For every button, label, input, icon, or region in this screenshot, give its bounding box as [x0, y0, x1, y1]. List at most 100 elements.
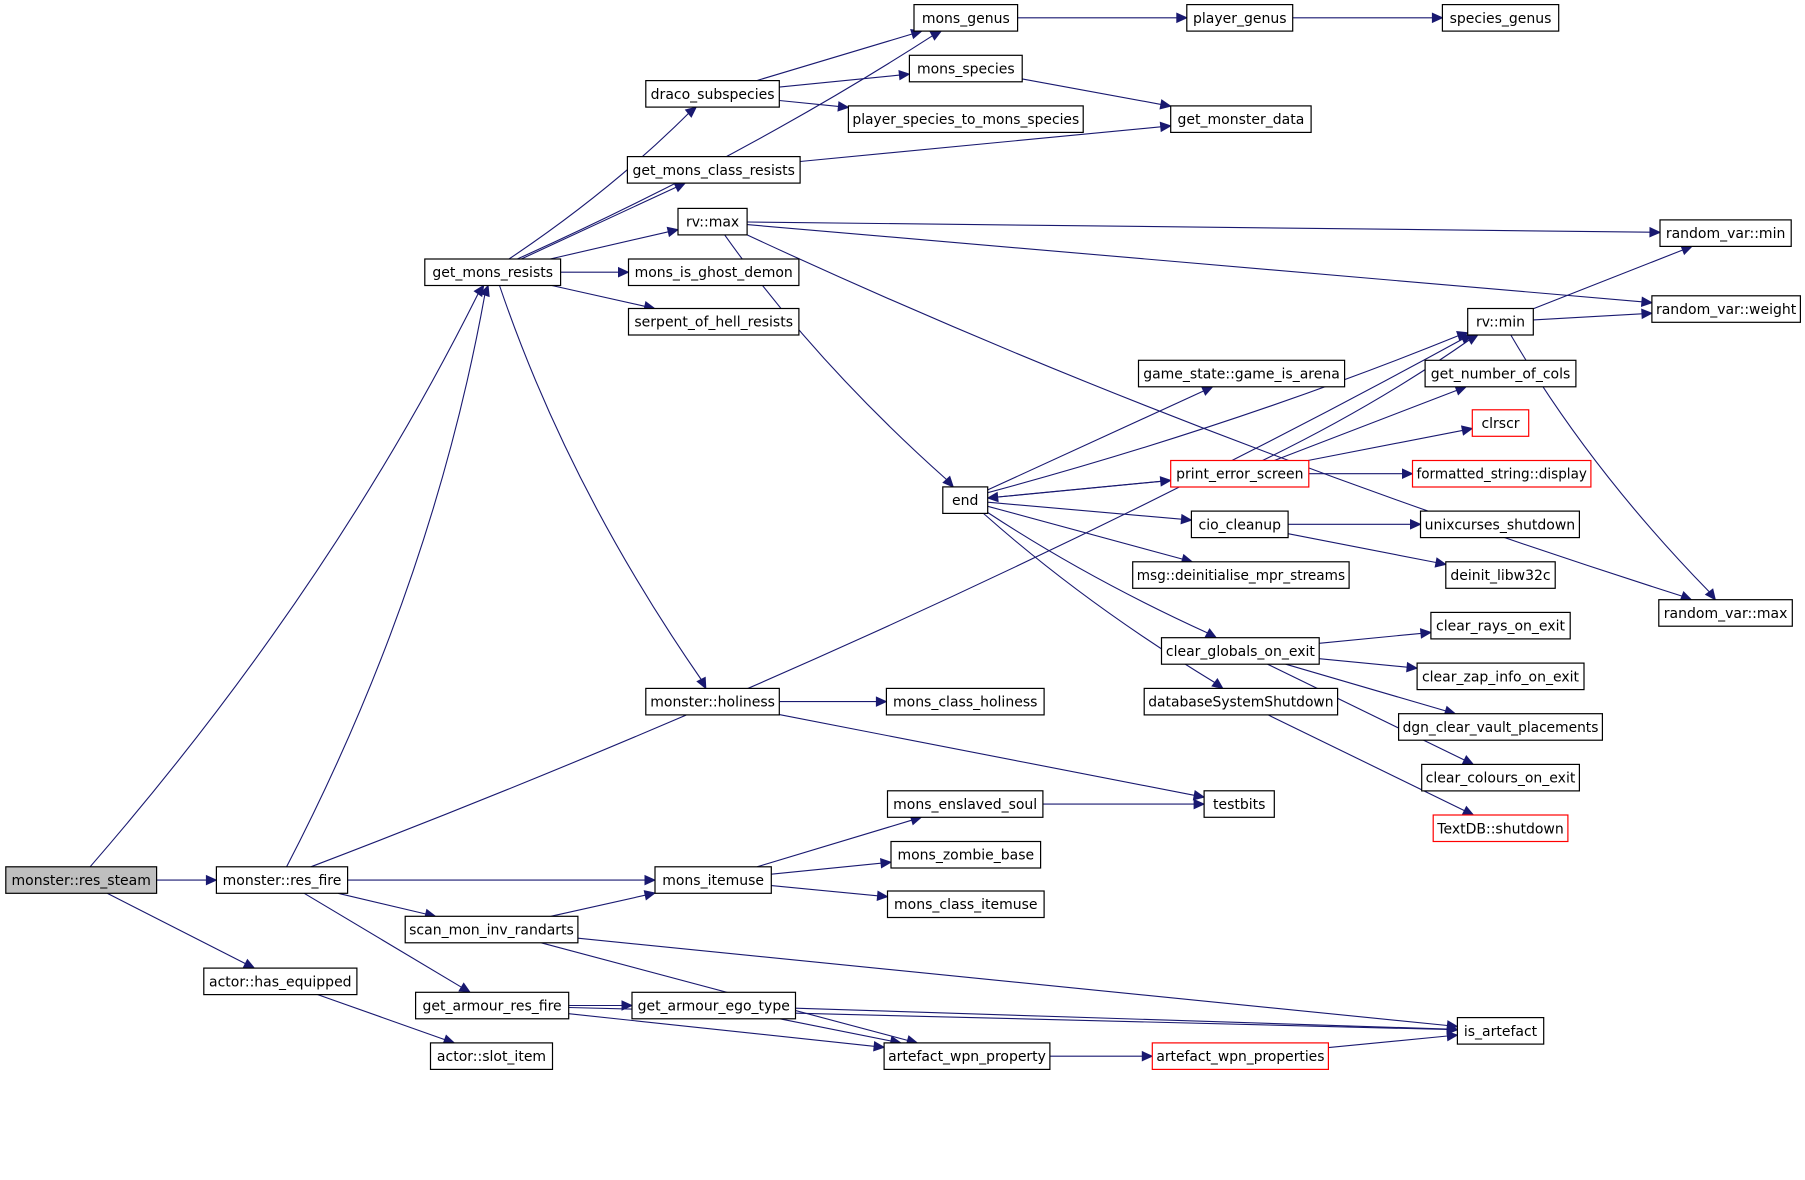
- node-artefact_wpn_property[interactable]: artefact_wpn_property: [883, 1042, 1051, 1071]
- node-label: player_genus: [1193, 11, 1287, 27]
- node-label: get_armour_ego_type: [638, 999, 790, 1015]
- node-label: monster::res_fire: [223, 873, 342, 889]
- node-serpent_of_hell_resists[interactable]: serpent_of_hell_resists: [627, 307, 800, 336]
- node-label: random_var::weight: [1656, 302, 1797, 318]
- node-label: databaseSystemShutdown: [1148, 695, 1333, 711]
- node-rv_max[interactable]: rv::max: [677, 207, 748, 236]
- node-label: clear_zap_info_on_exit: [1422, 669, 1580, 685]
- node-random_var_max[interactable]: random_var::max: [1658, 599, 1793, 627]
- node-clear_colours_on_exit[interactable]: clear_colours_on_exit: [1421, 763, 1580, 792]
- node-label: mons_enslaved_soul: [893, 797, 1037, 813]
- node-clear_rays_on_exit[interactable]: clear_rays_on_exit: [1430, 611, 1571, 640]
- node-random_var_min[interactable]: random_var::min: [1659, 219, 1792, 247]
- node-scan_mon_inv_randarts[interactable]: scan_mon_inv_randarts: [404, 915, 579, 944]
- node-label: player_species_to_mons_species: [852, 112, 1079, 128]
- node-has_equipped[interactable]: actor::has_equipped: [203, 967, 358, 996]
- node-monster_holiness[interactable]: monster::holiness: [645, 687, 780, 716]
- edge-scan_mon_inv_randarts-to-mons_itemuse: [550, 890, 657, 917]
- node-clrscr[interactable]: clrscr: [1471, 409, 1530, 437]
- node-cio_cleanup[interactable]: cio_cleanup: [1190, 510, 1289, 539]
- node-deinitialise_mpr_streams[interactable]: msg::deinitialise_mpr_streams: [1132, 561, 1350, 589]
- node-label: clear_colours_on_exit: [1426, 771, 1576, 787]
- edge-res_steam-to-get_mons_resists: [89, 284, 485, 868]
- node-rv_min[interactable]: rv::min: [1467, 307, 1534, 336]
- edge-player_genus-to-species_genus: [1292, 12, 1444, 24]
- node-label: mons_species: [917, 62, 1015, 78]
- node-label: deinit_libw32c: [1450, 568, 1550, 584]
- node-game_is_arena[interactable]: game_state::game_is_arena: [1137, 359, 1346, 388]
- edge-res_steam-to-res_fire: [156, 874, 218, 886]
- node-mons_itemuse[interactable]: mons_itemuse: [654, 866, 772, 894]
- edge-get_mons_resists-to-monster_holiness: [498, 285, 707, 690]
- edge-artefact_wpn_properties-to-is_artefact: [1328, 1030, 1459, 1049]
- node-label: cio_cleanup: [1199, 517, 1282, 533]
- edge-monster_holiness-to-mons_class_holiness: [779, 696, 888, 707]
- edge-res_fire-to-get_armour_res_fire: [303, 892, 472, 993]
- edge-get_mons_class_resists-to-get_monster_data: [799, 121, 1172, 163]
- node-label: dgn_clear_vault_placements: [1403, 720, 1599, 736]
- edge-rv_max-to-random_var_max: [746, 234, 1693, 601]
- edge-clear_globals_on_exit-to-clear_rays_on_exit: [1319, 628, 1433, 644]
- node-label: unixcurses_shutdown: [1425, 517, 1576, 533]
- edges-layer: [89, 12, 1717, 1062]
- edge-print_error_screen-to-formatted_string_display: [1308, 468, 1414, 479]
- node-species_genus[interactable]: species_genus: [1441, 3, 1560, 32]
- node-label: TextDB::shutdown: [1436, 821, 1563, 837]
- node-get_mons_class_resists[interactable]: get_mons_class_resists: [626, 156, 801, 184]
- node-label: clrscr: [1481, 416, 1519, 432]
- node-label: rv::min: [1476, 315, 1525, 331]
- node-mons_class_holiness[interactable]: mons_class_holiness: [885, 687, 1045, 716]
- edge-get_armour_res_fire-to-artefact_wpn_property: [568, 1013, 886, 1052]
- node-get_monster_data[interactable]: get_monster_data: [1170, 105, 1312, 134]
- node-res_steam[interactable]: monster::res_steam: [5, 866, 158, 894]
- node-end[interactable]: end: [942, 486, 989, 514]
- node-mons_species[interactable]: mons_species: [908, 54, 1023, 83]
- edge-draco_subspecies-to-mons_genus: [756, 28, 923, 82]
- edge-mons_itemuse-to-mons_zombie_base: [771, 857, 893, 875]
- node-draco_subspecies[interactable]: draco_subspecies: [645, 79, 780, 108]
- edge-get_mons_resists-to-draco_subspecies: [508, 106, 698, 260]
- node-formatted_string_display[interactable]: formatted_string::display: [1411, 459, 1592, 488]
- node-print_error_screen[interactable]: print_error_screen: [1170, 459, 1310, 488]
- node-databaseSystemShutdown[interactable]: databaseSystemShutdown: [1143, 687, 1339, 716]
- node-label: mons_is_ghost_demon: [635, 265, 793, 281]
- node-res_fire[interactable]: monster::res_fire: [215, 866, 349, 894]
- edge-end-to-deinitialise_mpr_streams: [987, 505, 1194, 565]
- edge-get_mons_resists-to-rv_max: [550, 226, 680, 260]
- node-mons_class_itemuse[interactable]: mons_class_itemuse: [886, 890, 1045, 919]
- node-label: monster::holiness: [650, 695, 775, 711]
- edge-get_mons_resists-to-get_mons_class_resists: [521, 182, 687, 260]
- node-label: clear_globals_on_exit: [1166, 644, 1316, 660]
- node-label: draco_subspecies: [651, 87, 775, 103]
- node-textdb_shutdown[interactable]: TextDB::shutdown: [1432, 814, 1569, 843]
- node-get_mons_resists[interactable]: get_mons_resists: [424, 258, 562, 287]
- edge-draco_subspecies-to-mons_species: [779, 69, 911, 88]
- edge-res_fire-to-rv_min: [310, 334, 1473, 868]
- node-unixcurses_shutdown[interactable]: unixcurses_shutdown: [1419, 510, 1580, 539]
- node-label: rv::max: [686, 215, 739, 231]
- node-mons_is_ghost_demon[interactable]: mons_is_ghost_demon: [627, 258, 800, 287]
- node-testbits[interactable]: testbits: [1203, 790, 1275, 818]
- edge-mons_genus-to-player_genus: [1017, 12, 1189, 24]
- node-get_armour_ego_type[interactable]: get_armour_ego_type: [631, 991, 797, 1020]
- node-deinit_libw32c[interactable]: deinit_libw32c: [1445, 561, 1556, 589]
- node-label: is_artefact: [1464, 1024, 1538, 1040]
- node-dgn_clear_vault_placements[interactable]: dgn_clear_vault_placements: [1397, 713, 1603, 741]
- node-label: scan_mon_inv_randarts: [409, 923, 574, 939]
- edge-print_error_screen-to-end: [986, 479, 1171, 503]
- node-is_artefact[interactable]: is_artefact: [1456, 1016, 1545, 1045]
- node-player_genus[interactable]: player_genus: [1186, 3, 1294, 32]
- node-artefact_wpn_properties[interactable]: artefact_wpn_properties: [1151, 1042, 1330, 1071]
- node-mons_genus[interactable]: mons_genus: [913, 3, 1019, 32]
- node-mons_enslaved_soul[interactable]: mons_enslaved_soul: [886, 790, 1044, 818]
- node-random_var_weight[interactable]: random_var::weight: [1651, 295, 1802, 323]
- node-clear_globals_on_exit[interactable]: clear_globals_on_exit: [1160, 637, 1320, 665]
- node-get_armour_res_fire[interactable]: get_armour_res_fire: [415, 991, 570, 1020]
- node-mons_zombie_base[interactable]: mons_zombie_base: [890, 840, 1042, 869]
- node-get_number_of_cols[interactable]: get_number_of_cols: [1424, 359, 1577, 388]
- edge-monster_holiness-to-testbits: [779, 714, 1206, 801]
- node-slot_item[interactable]: actor::slot_item: [429, 1042, 554, 1071]
- node-clear_zap_info_on_exit[interactable]: clear_zap_info_on_exit: [1416, 662, 1585, 691]
- node-label: artefact_wpn_property: [888, 1049, 1046, 1065]
- node-player_species_to_mons_species[interactable]: player_species_to_mons_species: [847, 105, 1084, 134]
